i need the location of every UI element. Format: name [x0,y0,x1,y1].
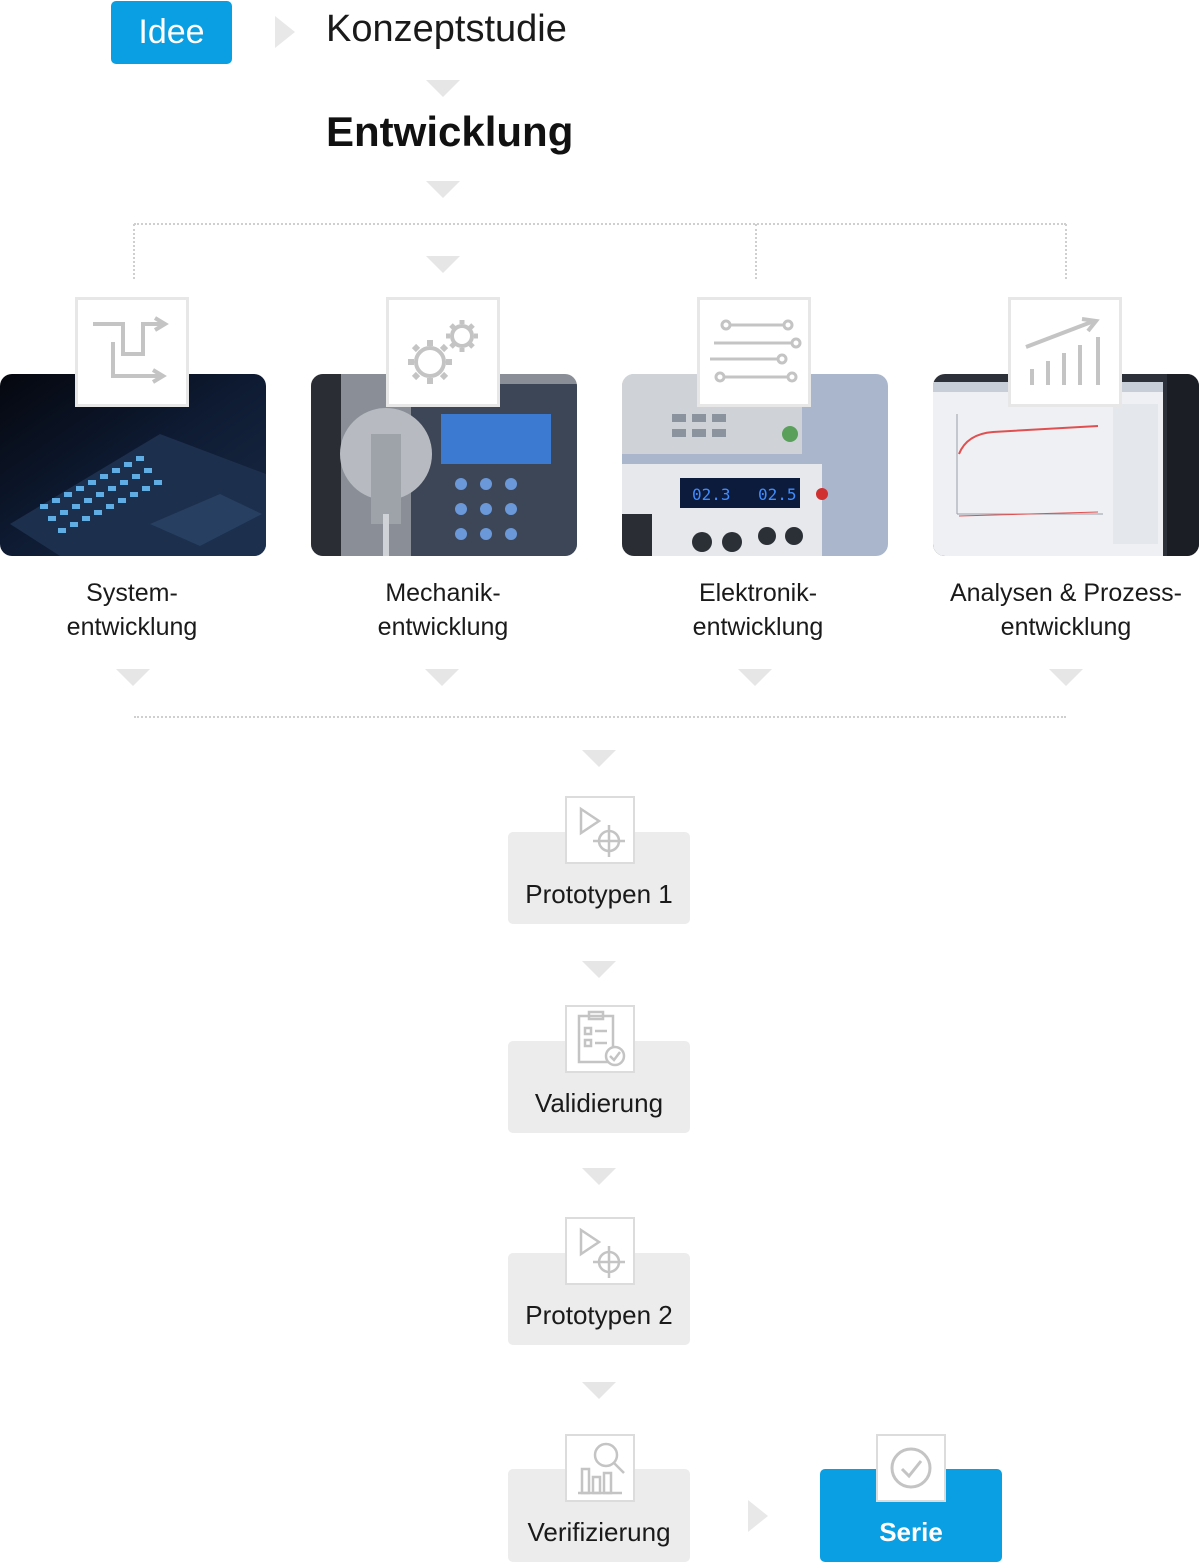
idee-button[interactable]: Idee [111,1,232,64]
serie-label: Serie [879,1517,943,1547]
discipline-label-system: System-entwicklung [66,579,198,641]
bar-chart-trend-icon [1008,297,1122,407]
gears-icon [386,297,500,407]
arrow-down-icon [426,256,460,273]
check-circle-icon [876,1434,946,1502]
arrow-down-icon [426,181,460,198]
arrow-down-icon [738,669,772,686]
discipline-label-analysis: Analysen & Prozess-entwicklung [949,579,1183,641]
step-prototypen-2[interactable]: Prototypen 2 [508,1253,690,1345]
branch-line [1065,224,1067,279]
svg-text:02.3: 02.3 [692,485,731,504]
step-prototypen-1[interactable]: Prototypen 1 [508,832,690,924]
step-label: Prototypen 2 [525,1300,673,1330]
branch-line [134,223,1066,225]
arrow-down-icon [1049,669,1083,686]
step-label: Verifizierung [527,1517,671,1547]
play-target-icon [565,1217,635,1285]
serie-button[interactable]: Serie [820,1469,1002,1562]
branch-line [755,224,757,279]
step-label: Validierung [534,1088,664,1118]
svg-text:02.5: 02.5 [758,485,797,504]
mechanics-photo [311,374,577,556]
concept-study-label: Konzeptstudie [326,8,567,50]
flow-arrows-icon [75,297,189,407]
arrow-down-icon [582,1382,616,1399]
arrow-down-icon [116,669,150,686]
step-validierung[interactable]: Validierung [508,1041,690,1133]
discipline-label-mechanics: Mechanik-entwicklung [377,579,509,641]
arrow-down-icon [582,961,616,978]
merge-line [134,716,1066,718]
circuit-lines-icon [697,297,811,407]
discipline-label-electronics: Elektronik-entwicklung [692,579,824,641]
checklist-icon [565,1005,635,1073]
arrow-right-icon [748,1500,768,1532]
arrow-right-icon [275,16,295,48]
branch-line [133,224,135,279]
arrow-down-icon [425,669,459,686]
chart-magnifier-icon [565,1434,635,1502]
step-label: Prototypen 1 [525,879,673,909]
development-heading: Entwicklung [326,108,574,155]
play-target-icon [565,796,635,864]
arrow-down-icon [582,750,616,767]
arrow-down-icon [582,1168,616,1185]
arrow-down-icon [426,80,460,97]
